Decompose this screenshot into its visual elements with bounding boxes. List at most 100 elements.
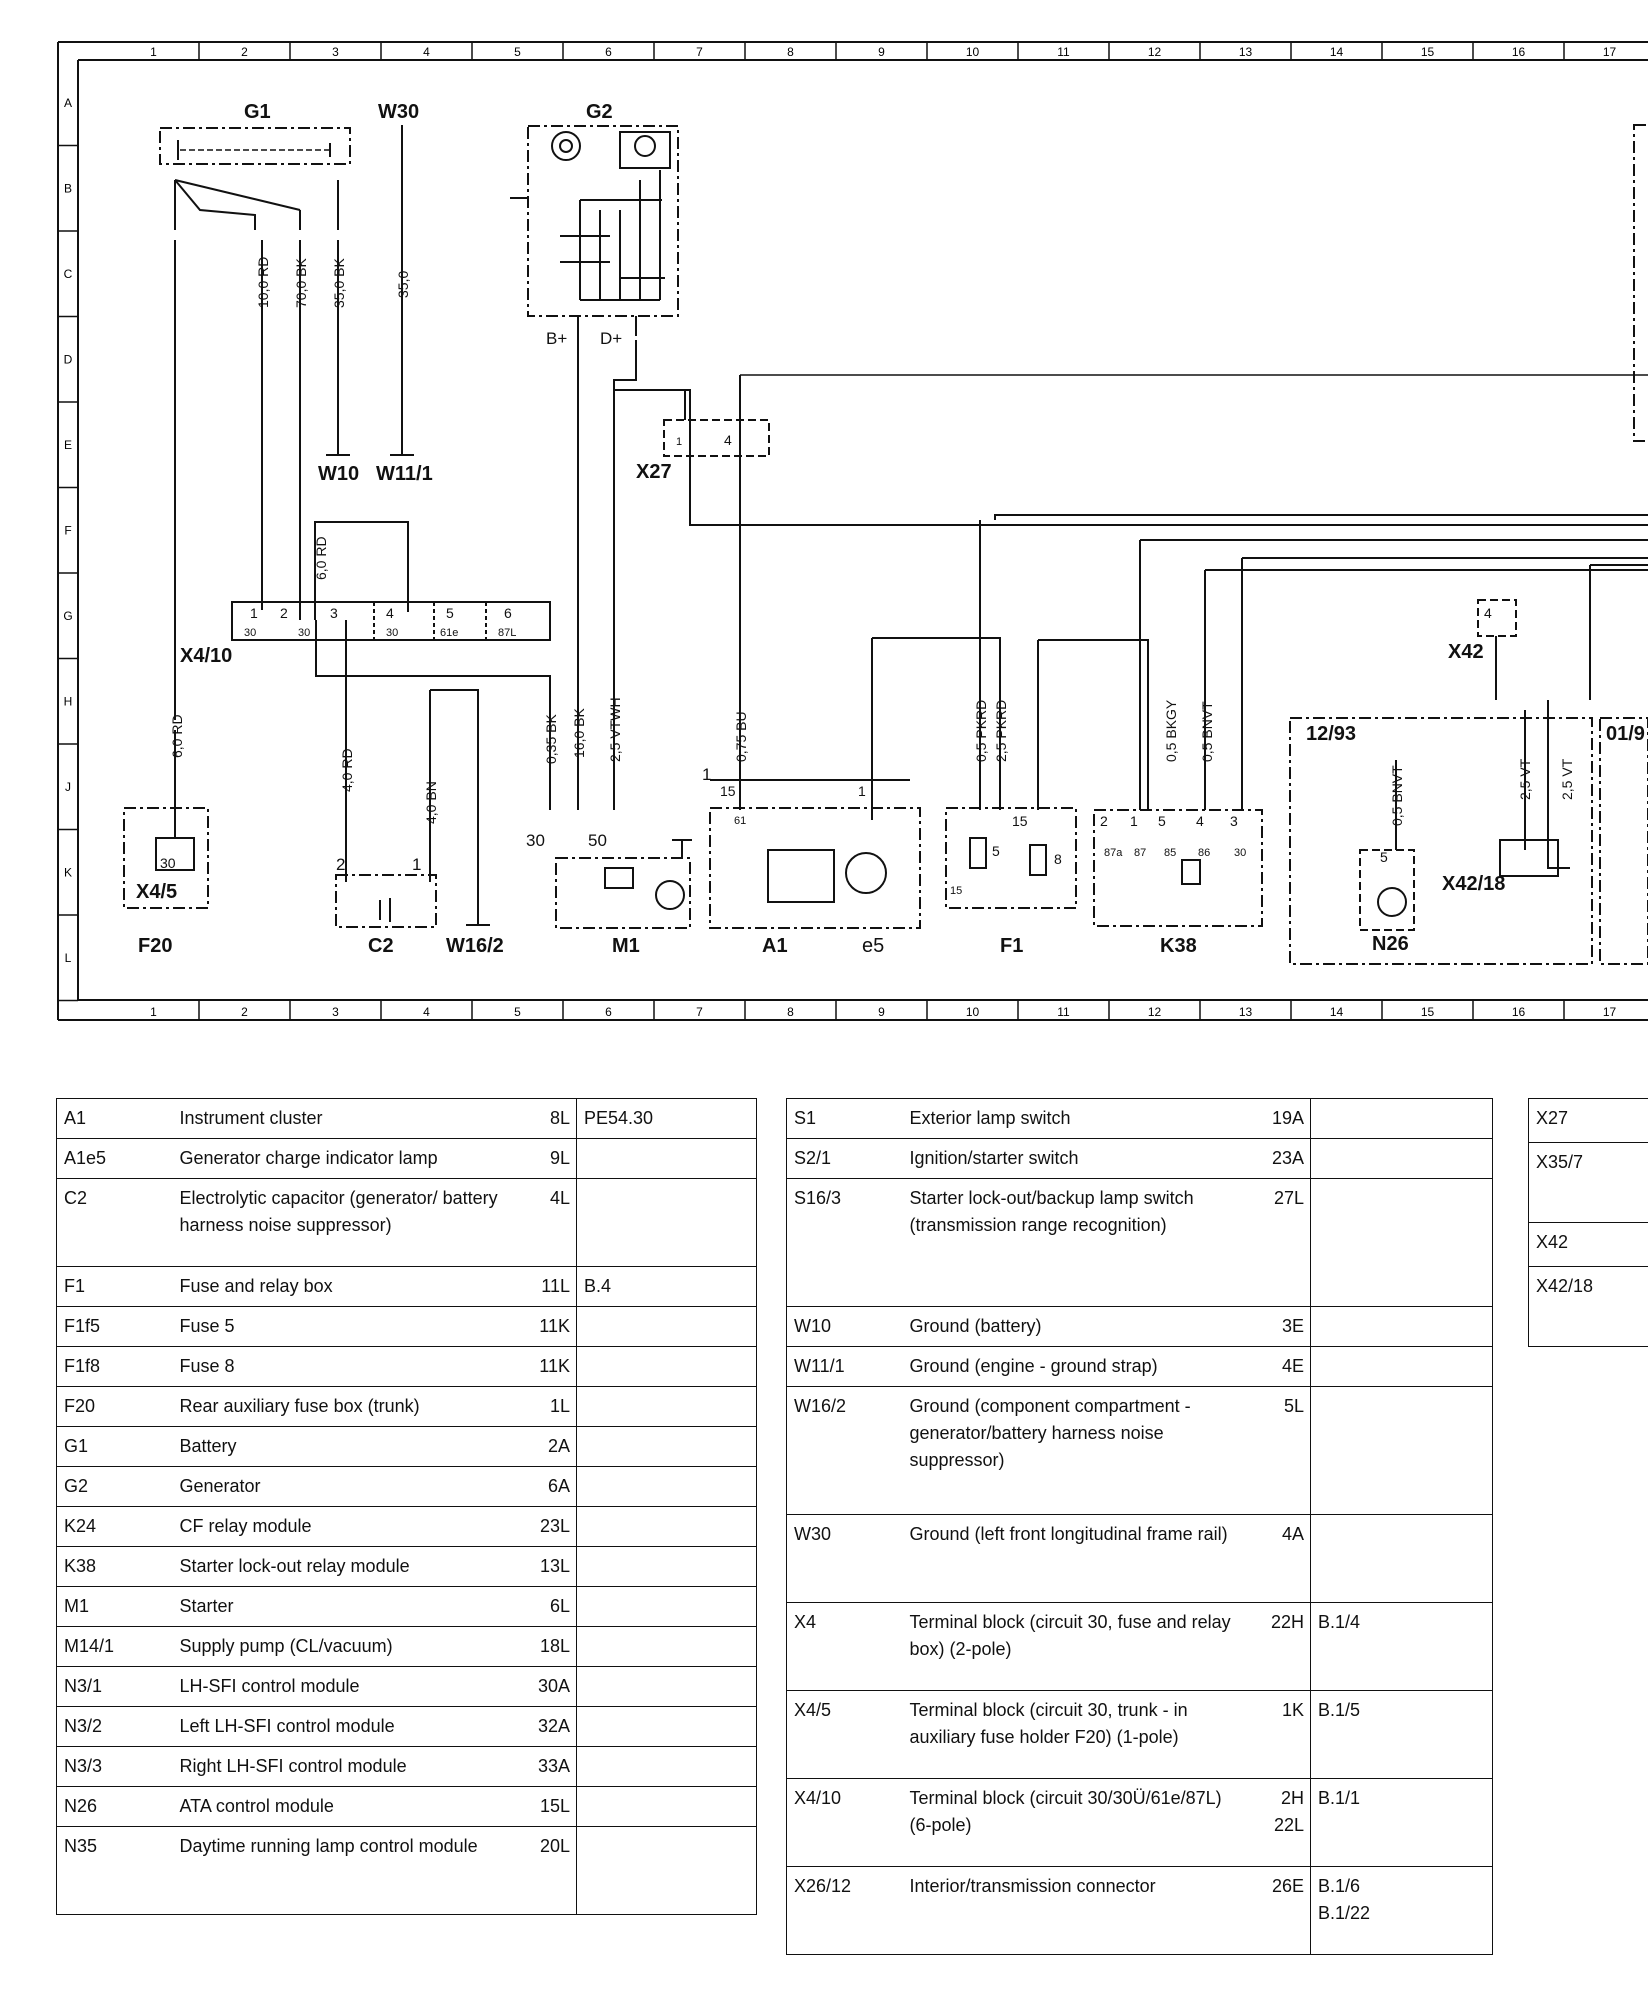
grid-column-label: 3 — [332, 45, 339, 59]
legend-reference — [576, 1546, 757, 1587]
terminal-k38-30: 30 — [1234, 847, 1246, 859]
terminal-x410-3: 3 — [330, 605, 338, 621]
label-c2: C2 — [368, 935, 394, 957]
legend-description: Interior/transmission connector — [902, 1866, 1251, 1955]
legend-code: W16/2 — [786, 1386, 903, 1515]
legend-code: W30 — [786, 1514, 903, 1603]
wire-label-035bk: 0,35 BK — [543, 714, 559, 764]
legend-description: Fuse 5 — [172, 1306, 523, 1347]
legend-code: X4 — [786, 1602, 903, 1691]
legend-code: W10 — [786, 1306, 903, 1347]
legend-location: 5L — [1250, 1386, 1311, 1515]
terminal-k38-1: 1 — [1130, 813, 1138, 829]
grid-column-label: 3 — [332, 1005, 339, 1019]
terminal-x410-s2: 30 — [298, 627, 310, 639]
grid-column-label: 6 — [605, 1005, 612, 1019]
legend-code: N3/1 — [56, 1666, 173, 1707]
legend-location: 26E — [1250, 1866, 1311, 1955]
grid-column-label: 17 — [1603, 1005, 1617, 1019]
wire-label-25vt-2: 2,5 VT — [1559, 758, 1575, 800]
label-f20: F20 — [138, 935, 172, 957]
wire-label-70bk: 70,0 BK — [293, 258, 309, 308]
legend-description: Fuse and relay box — [172, 1266, 523, 1307]
label-x42: X42 — [1448, 641, 1484, 663]
legend-location: 2A — [522, 1426, 577, 1467]
legend-code: N3/2 — [56, 1706, 173, 1747]
terminal-k38-86: 86 — [1198, 847, 1210, 859]
instrument-cluster-a1-box — [709, 807, 921, 929]
legend-reference — [1310, 1386, 1493, 1515]
legend-location: 4A — [1250, 1514, 1311, 1603]
legend-reference — [576, 1706, 757, 1747]
label-x4-5: X4/5 — [136, 881, 177, 903]
connector-x27-box — [663, 419, 770, 457]
legend-reference-item: PE54.30 — [584, 1108, 654, 1128]
terminal-f1-5: 5 — [992, 843, 1000, 859]
legend-code: X42/18 — [1528, 1266, 1648, 1347]
legend-reference — [1310, 1306, 1493, 1347]
grid-column-label: 7 — [696, 1005, 703, 1019]
legend-reference — [576, 1666, 757, 1707]
terminal-k38-3: 3 — [1230, 813, 1238, 829]
wire-label-05bnvt-n26: 0,5 BNVT — [1389, 765, 1405, 826]
terminal-k38-87: 87 — [1134, 847, 1146, 859]
terminal-50: 50 — [588, 831, 607, 850]
legend-reference — [576, 1386, 757, 1427]
legend-row: X27 — [1528, 1098, 1648, 1143]
wire-label-6rd-x410: 6,0 RD — [313, 536, 329, 580]
legend-row: X42 — [1528, 1222, 1648, 1267]
legend-code: X26/12 — [786, 1866, 903, 1955]
label-ref-01-9: 01/9 — [1606, 723, 1645, 745]
legend-location: 3E — [1250, 1306, 1311, 1347]
legend-code: F1f5 — [56, 1306, 173, 1347]
legend-location: 8L — [522, 1098, 577, 1139]
terminal-x410-1: 1 — [250, 605, 258, 621]
terminal-x42-4: 4 — [1484, 605, 1492, 621]
label-x27: X27 — [636, 461, 672, 483]
terminal-x410-s5: 61e — [440, 627, 458, 639]
legend-code: X4/5 — [786, 1690, 903, 1779]
legend-code: A1e5 — [56, 1138, 173, 1179]
legend-reference-item: B.4 — [584, 1276, 612, 1296]
grid-column-label: 2 — [241, 45, 248, 59]
legend-location: 23L — [522, 1506, 577, 1547]
legend-reference — [576, 1586, 757, 1627]
capacitor-c2-box — [335, 874, 437, 928]
terminal-bplus: B+ — [546, 329, 567, 348]
grid-column-label: 11 — [1057, 1005, 1070, 1019]
grid-row-label: G — [63, 609, 72, 623]
terminal-c2-2: 2 — [336, 855, 345, 874]
grid-row-label: L — [65, 951, 72, 965]
legend-code: W11/1 — [786, 1346, 903, 1387]
grid-column-label: 17 — [1603, 45, 1617, 59]
legend-location: 30A — [522, 1666, 577, 1707]
legend-code: X35/7 — [1528, 1142, 1648, 1223]
legend-reference — [576, 1506, 757, 1547]
ata-control-module-region — [1289, 717, 1593, 965]
legend-reference-item: B.1/6 — [1318, 1876, 1361, 1896]
legend-description: Generator charge indicator lamp — [172, 1138, 523, 1179]
drawing-frame — [57, 41, 1648, 1021]
grid-column-label: 6 — [605, 45, 612, 59]
grid-column-label: 10 — [966, 1005, 980, 1019]
fuse-box-f20 — [123, 807, 209, 909]
legend-reference: B.1/5 — [1310, 1690, 1493, 1779]
grid-row-label: D — [64, 352, 73, 366]
terminal-x410-6: 6 — [504, 605, 512, 621]
legend-reference — [1310, 1346, 1493, 1387]
starter-m1-box — [555, 857, 691, 929]
terminal-x410-s6: 87L — [498, 627, 516, 639]
legend-description: CF relay module — [172, 1506, 523, 1547]
